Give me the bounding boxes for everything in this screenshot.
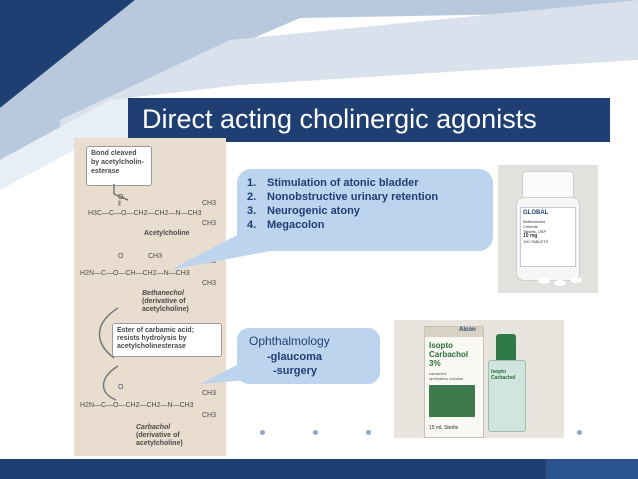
bond-callout-line: by acetylcholin- [91, 159, 144, 166]
item-number: 3. [247, 205, 257, 217]
dropper-bottle: Isopto Carbachol [488, 360, 526, 432]
bottle-cap [522, 171, 574, 199]
bond-arrow [113, 184, 129, 201]
box-sub-line: carbachol [429, 371, 447, 376]
tablet [538, 278, 550, 284]
dropper-label-line: Isopto [491, 369, 506, 375]
item-text: Neurogenic atony [267, 205, 360, 217]
box-green-band [429, 385, 475, 417]
methyl-group: CH3 [202, 412, 217, 419]
indication-item: 4. Megacolon [247, 219, 324, 231]
slide-title: Direct acting cholinergic agonists [142, 104, 537, 134]
chem-arrows [98, 184, 129, 401]
title-bar [128, 98, 610, 142]
bottle-line: Bethanechol [523, 219, 546, 224]
ophthalmology-surgery: -surgery [273, 365, 318, 377]
bethanechol-label: acetylcholine) [142, 306, 189, 313]
indication-item: 3. Neurogenic atony [247, 205, 360, 217]
decor-dot [260, 430, 265, 435]
box-brand: Alcon [459, 327, 476, 333]
chemical-structures-panel: Bond cleaved by acetylcholin- esterase O… [74, 138, 226, 456]
ophthalmology-heading: Ophthalmology [249, 334, 330, 348]
box-name-line: Isopto [429, 341, 453, 350]
ophthalmology-bubble: Ophthalmology -glaucoma -surgery [237, 328, 380, 384]
ester-callout-line: Ester of carbamic acid; [117, 327, 195, 334]
oxygen-atom: O [118, 384, 124, 391]
footer-bar [0, 459, 638, 479]
methyl-group: CH3 [202, 280, 217, 287]
indication-item: 2. Nonobstructive urinary retention [247, 191, 438, 203]
ester-callout-line: resists hydrolysis by [117, 335, 187, 342]
acetylcholine-formula: H3C—C—O—CH2—CH2—N—CH3 [88, 210, 202, 217]
bottle-line: 100 TABLETS [523, 239, 549, 244]
ester-callout: Ester of carbamic acid; resists hydrolys… [112, 323, 222, 357]
box-volume: 15 mL Sterile [429, 425, 459, 431]
bottle-text: Bethanechol Chloride Tablets, USP 10 mg … [523, 219, 548, 244]
acetylcholine-label: Acetylcholine [144, 230, 190, 237]
dropper-label-line: Carbachol [491, 375, 516, 381]
methyl-group: CH3 [202, 220, 217, 227]
carbachol-box: Alcon Isopto Carbachol 3% carbachol opht… [424, 326, 484, 438]
box-name-line: Carbachol [429, 350, 469, 359]
pale-stripe [60, 0, 638, 150]
bottle-label-text: Isopto Carbachol [491, 369, 515, 381]
tablet [570, 277, 582, 283]
bottle-brand: GLOBAL [523, 210, 549, 216]
faint-stripe [0, 98, 128, 190]
bond-callout-line: Bond cleaved [91, 150, 137, 157]
decor-dot [313, 430, 318, 435]
methyl-group: CH3 [202, 200, 217, 207]
dropper-cap [496, 334, 516, 360]
ester-callout-line: acetylcholinesterase [117, 343, 186, 350]
item-text: Nonobstructive urinary retention [267, 191, 439, 203]
bethanechol-label: Bethanechol [142, 290, 185, 297]
decor-dot [577, 430, 582, 435]
box-name: Isopto Carbachol 3% [429, 341, 468, 368]
box-subtext: carbachol ophthalmic solution [429, 371, 463, 381]
item-text: Megacolon [267, 219, 325, 231]
carbachol-formula: H2N—C—O—CH2—CH2—N—CH3 [80, 402, 194, 409]
box-top [425, 327, 483, 337]
methyl-group: CH3 [202, 390, 217, 397]
carbachol-product-photo: Alcon Isopto Carbachol 3% carbachol opht… [394, 320, 564, 438]
tablet [554, 280, 566, 286]
carbachol-label: (derivative of [136, 432, 180, 439]
indication-item: 1. Stimulation of atonic bladder [247, 177, 419, 189]
decor-dot [366, 430, 371, 435]
bottle-line: Chloride [523, 224, 538, 229]
bottle-line: 10 mg [523, 233, 538, 239]
bethanechol-formula: H2N—C—O—CH—CH2—N—CH3 [80, 270, 190, 277]
ophthalmology-glaucoma: -glaucoma [267, 351, 323, 363]
indications-bubble: 1. Stimulation of atonic bladder 2. Nonobs… [237, 169, 493, 251]
double-bond: ‖ [118, 201, 121, 208]
item-text: Stimulation of atonic bladder [267, 177, 419, 189]
footer-box [546, 459, 638, 479]
ester-arrow-top [98, 307, 119, 359]
item-number: 2. [247, 191, 257, 203]
bottle-line: Tablets, USP [523, 229, 547, 234]
oxygen-atom: O [118, 194, 124, 201]
bethanechol-bottle-photo: GLOBAL Bethanechol Chloride Tablets, USP… [498, 165, 598, 293]
item-number: 4. [247, 219, 257, 231]
oxygen-atom: O [118, 253, 124, 260]
box-name-line: 3% [429, 359, 441, 368]
bond-callout-line: esterase [91, 168, 120, 175]
bethanechol-label: (derivative of [142, 298, 186, 305]
carbachol-label: acetylcholine) [136, 440, 183, 447]
bottle-label: GLOBAL Bethanechol Chloride Tablets, USP… [520, 207, 576, 267]
carbachol-label: Carbachol [136, 424, 171, 431]
light-stripe [0, 0, 638, 160]
item-number: 1. [247, 177, 257, 189]
box-sub-line: ophthalmic solution [429, 376, 464, 381]
methyl-group: CH3 [148, 253, 163, 260]
ester-arrow-bottom [102, 365, 119, 401]
bond-callout: Bond cleaved by acetylcholin- esterase [86, 146, 152, 186]
